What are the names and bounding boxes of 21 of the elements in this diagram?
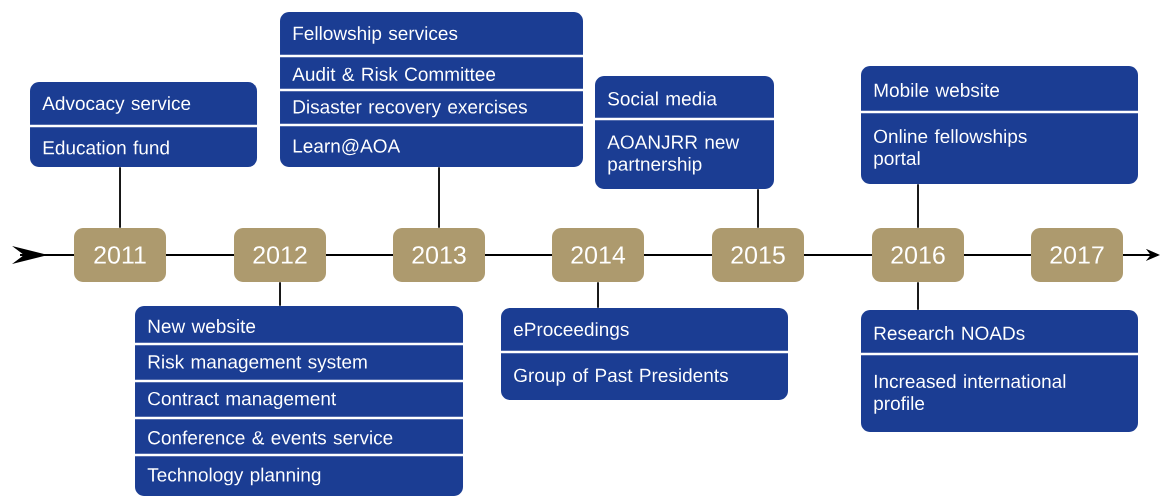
connector-line — [757, 188, 759, 229]
milestone-box: eProceedings Group of Past Presidents — [501, 308, 788, 400]
milestone-box: Fellowship services Audit & Risk Committee Disaster recovery exercises Learn@AOA — [280, 12, 583, 167]
connector-line — [119, 166, 121, 229]
year-box: 2016 — [872, 228, 964, 282]
connector-line — [279, 281, 281, 307]
milestone-box: Social media AOANJRR new partnership — [595, 76, 774, 189]
connector-line — [438, 166, 440, 229]
connector-line — [917, 183, 919, 229]
year-box: 2012 — [234, 228, 326, 282]
year-box: 2011 — [74, 228, 166, 282]
connector-line — [917, 281, 919, 311]
year-box: 2013 — [393, 228, 485, 282]
year-box: 2015 — [712, 228, 804, 282]
year-box: 2014 — [552, 228, 644, 282]
connector-line — [597, 281, 599, 309]
milestone-box: New website Risk management system Contract management Conference & events service Technology planning — [135, 306, 463, 496]
milestone-box: Advocacy service Education fund — [30, 82, 257, 167]
year-box: 2017 — [1031, 228, 1123, 282]
milestone-box: Research NOADs Increased international profile — [861, 310, 1138, 432]
milestone-box: Mobile website Online fellowships portal — [861, 66, 1138, 184]
